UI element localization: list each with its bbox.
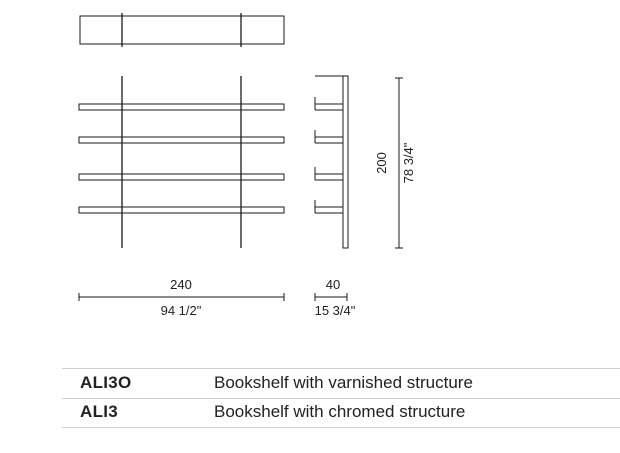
front-view — [78, 76, 285, 248]
front-shelf-3 — [78, 173, 285, 181]
top-view — [79, 13, 285, 47]
table-rule-middle — [62, 398, 620, 399]
side-upright — [342, 75, 349, 249]
width-cm-label: 240 — [170, 277, 192, 292]
height-in-label: 78 3/4" — [401, 142, 416, 183]
front-shelf-2 — [78, 136, 285, 144]
table-rule-top — [62, 368, 620, 369]
product-code-1: ALI3O — [80, 373, 132, 392]
side-shelf-4 — [314, 200, 343, 214]
top-view-outline — [79, 15, 285, 45]
height-dimension: 200 78 3/4" — [374, 77, 416, 249]
side-shelf-3 — [314, 167, 343, 181]
depth-in-label: 15 3/4" — [315, 303, 356, 318]
front-shelf-1 — [78, 103, 285, 111]
front-shelf-4 — [78, 206, 285, 214]
depth-dimension: 40 15 3/4" — [314, 277, 356, 318]
depth-cm-label: 40 — [326, 277, 340, 292]
table-rule-bottom — [62, 427, 620, 428]
side-view — [314, 75, 349, 249]
height-cm-label: 200 — [374, 152, 389, 174]
side-shelf-1 — [314, 97, 343, 111]
side-shelf-2 — [314, 130, 343, 144]
width-in-label: 94 1/2" — [161, 303, 202, 318]
product-description-1: Bookshelf with varnished structure — [214, 373, 473, 392]
product-description-2: Bookshelf with chromed structure — [214, 402, 466, 421]
width-dimension: 240 94 1/2" — [78, 277, 285, 318]
product-code-2: ALI3 — [80, 402, 119, 421]
